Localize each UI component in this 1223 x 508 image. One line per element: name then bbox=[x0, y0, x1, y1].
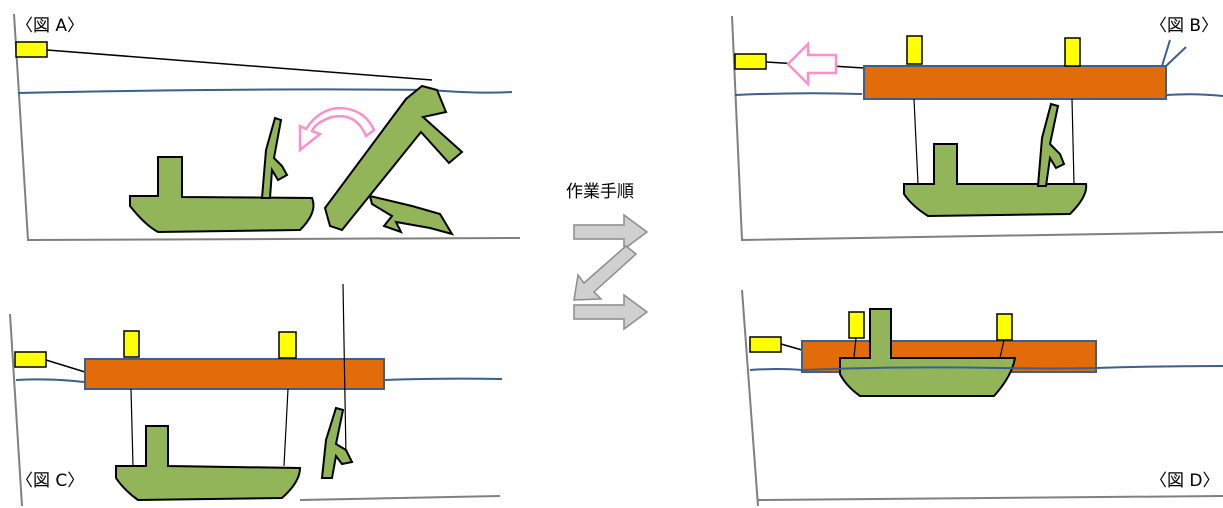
figure-label-b: 〈図 B〉 bbox=[1150, 16, 1218, 36]
water-surface bbox=[383, 377, 503, 381]
flow-arrow-right-bottom bbox=[573, 293, 649, 331]
figure-label-d: 〈図 D〉 bbox=[1150, 471, 1220, 491]
panel-d: 〈図 D〉 bbox=[741, 289, 1223, 507]
figure-label-c: 〈図 C〉 bbox=[16, 471, 84, 491]
crane-arm bbox=[320, 406, 354, 479]
ground-line bbox=[741, 289, 759, 507]
crane-arm bbox=[260, 116, 289, 199]
water-surface bbox=[734, 92, 863, 96]
ship-hull bbox=[115, 425, 302, 502]
sunken-ship-hull bbox=[129, 156, 315, 234]
pull-arrow bbox=[786, 40, 838, 88]
rotation-arrow bbox=[298, 106, 376, 153]
pontoon bbox=[863, 65, 1167, 100]
raised-ship-hull bbox=[839, 308, 1017, 397]
water-line-overlay bbox=[801, 366, 1097, 371]
lifting-wire bbox=[999, 339, 1005, 359]
lift-buoy bbox=[1064, 37, 1081, 67]
ground-line bbox=[757, 495, 1223, 501]
water-surface bbox=[749, 368, 803, 371]
figure-label-a: 〈図 A〉 bbox=[16, 16, 84, 36]
procedure-label: 作業手順 bbox=[566, 182, 634, 202]
fallen-crane bbox=[368, 194, 455, 236]
marker-buoy bbox=[749, 336, 782, 353]
lifting-wire bbox=[913, 98, 919, 185]
flow-arrow-diagonal bbox=[573, 245, 638, 301]
flow-arrow-right-top bbox=[573, 213, 649, 251]
procedure-flow: 作業手順 bbox=[566, 182, 649, 331]
tow-line bbox=[45, 359, 86, 373]
lift-buoy bbox=[123, 330, 140, 358]
ship-hull bbox=[903, 143, 1088, 218]
marker-buoy bbox=[734, 53, 767, 70]
lift-buoy bbox=[848, 311, 865, 339]
lift-buoy bbox=[278, 331, 297, 359]
ground-line bbox=[13, 13, 521, 242]
panel-a: 〈図 A〉 bbox=[13, 13, 521, 242]
pontoon-tip bbox=[1165, 46, 1187, 67]
lift-buoy bbox=[906, 35, 923, 65]
ground-line bbox=[731, 15, 1223, 242]
crane-arm bbox=[1036, 102, 1066, 187]
crane-wire bbox=[342, 283, 347, 457]
ground-line bbox=[299, 495, 501, 501]
lift-buoy bbox=[996, 313, 1013, 341]
panel-c: 〈図 C〉 bbox=[9, 283, 503, 507]
lifting-wire bbox=[283, 388, 289, 467]
marker-buoy bbox=[14, 351, 47, 368]
tow-line bbox=[780, 343, 803, 351]
water-surface bbox=[1165, 93, 1223, 97]
lifting-wire bbox=[853, 337, 857, 358]
panel-b: 〈図 B〉 bbox=[731, 15, 1223, 242]
pontoon-tip bbox=[1161, 39, 1171, 67]
water-surface bbox=[15, 378, 85, 383]
water-surface bbox=[17, 88, 513, 94]
pontoon bbox=[84, 358, 385, 390]
tow-line bbox=[46, 49, 433, 81]
marker-buoy bbox=[15, 41, 48, 58]
lifting-wire bbox=[1071, 98, 1075, 185]
capsized-ship bbox=[323, 84, 464, 232]
ground-line bbox=[9, 313, 23, 507]
lifting-wire bbox=[130, 388, 134, 467]
water-surface bbox=[1095, 365, 1223, 369]
